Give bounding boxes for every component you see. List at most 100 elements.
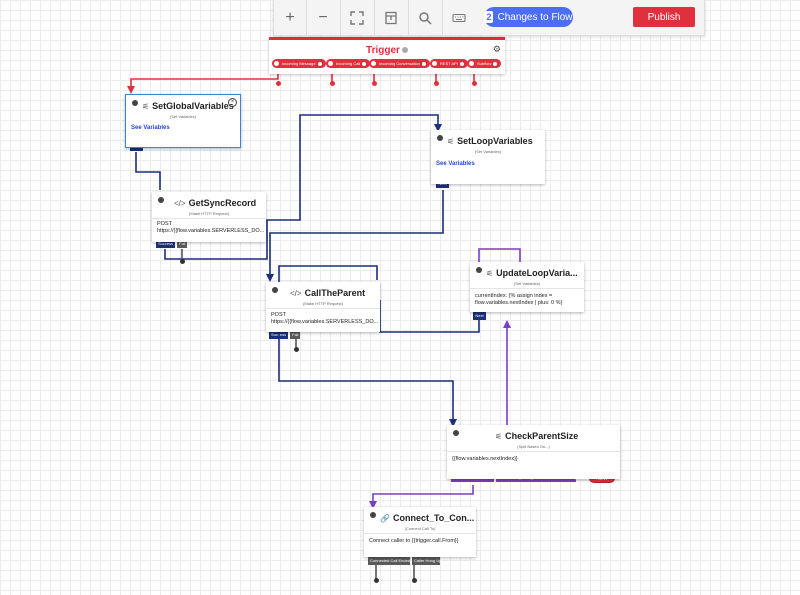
close-icon[interactable]: × — [228, 98, 237, 107]
toolbar-divider — [340, 0, 341, 35]
publish-button[interactable]: Publish — [633, 7, 695, 27]
set-variables-icon: ⚟ — [447, 136, 455, 146]
widget-subtitle: (Set Variables) — [474, 149, 502, 154]
canvas-toolbar: + − 2 Changes to Flow Publish — [273, 0, 705, 36]
wire-updateloop-to-callparent — [379, 300, 480, 333]
toolbar-divider — [442, 0, 443, 35]
widget-subtitle: (Make HTTP Request) — [189, 211, 229, 216]
trigger-chip-subflow[interactable]: Subflow — [467, 59, 502, 68]
divider — [470, 288, 584, 289]
connect-call-ended-tag[interactable]: Connected Call Ended — [368, 557, 411, 565]
trigger-chip-incoming-conversation[interactable]: Incoming Conversation — [369, 59, 430, 68]
set-variables-icon: ⚟ — [486, 268, 494, 278]
fullscreen-icon — [350, 10, 364, 25]
http-method: POST — [157, 221, 172, 227]
widget-title: Connect_To_Con... — [392, 513, 475, 523]
wire-setloop-to-callparent — [266, 190, 444, 282]
connect-target: Connect caller to {{trigger.call.From}} — [369, 538, 459, 544]
drag-handle[interactable] — [370, 512, 376, 518]
divider — [152, 218, 266, 219]
widget-checkparentsize[interactable]: ⚟ CheckParentSize (Split Based On...) {{… — [447, 425, 620, 479]
wire-callparent-to-checkparent — [278, 343, 457, 427]
widget-connect-to-con[interactable]: 🔗 Connect_To_Con... (Connect Call To) Co… — [364, 507, 476, 557]
drag-handle[interactable] — [158, 197, 164, 203]
drag-handle[interactable] — [132, 100, 138, 106]
link-icon: 🔗 — [380, 513, 390, 523]
getsync-success-tag[interactable]: Success — [156, 240, 175, 248]
info-icon — [401, 47, 408, 54]
widget-calltheparent[interactable]: </> CallTheParent (Make HTTP Request) PO… — [266, 282, 380, 332]
changes-label: Changes to Flow — [497, 11, 573, 23]
http-url: https://{{flow.variables.SERVERLESS_DO..… — [157, 228, 265, 234]
connect-port-2[interactable] — [412, 578, 417, 583]
zoom-in-button[interactable]: + — [285, 8, 295, 26]
divider — [266, 308, 380, 309]
trigger-widget[interactable]: Trigger ⚙ Incoming Message Incoming Call… — [269, 37, 505, 74]
variable-line-2: flow.variables.nextIndex | plus: 0 %} — [475, 300, 563, 306]
variable-line-1: currentIndex: {% assign index = — [475, 293, 553, 299]
widget-subtitle: (Set Variables) — [169, 114, 197, 119]
drag-handle[interactable] — [272, 287, 278, 293]
widget-title: CheckParentSize — [505, 431, 579, 441]
layout-button[interactable] — [375, 3, 407, 32]
widget-subtitle: (Split Based On...) — [517, 444, 550, 449]
wire-trigger-to-setglobal — [127, 67, 279, 94]
http-method: POST — [271, 312, 286, 318]
widget-setglobalvariables[interactable]: ⚟ SetGlobalVariables × (Set Variables) S… — [125, 94, 241, 148]
changes-to-flow-button[interactable]: 2 Changes to Flow — [484, 7, 573, 27]
trigger-port-1[interactable] — [276, 81, 281, 86]
code-icon: </> — [174, 198, 186, 208]
wire-setglobal-to-getsync — [135, 152, 161, 190]
split-variable: {{flow.variables.nextIndex}} — [452, 456, 518, 462]
toolbar-divider — [374, 0, 375, 35]
toolbar-divider — [408, 0, 409, 35]
trigger-port-5[interactable] — [472, 81, 477, 86]
trigger-port-2[interactable] — [330, 81, 335, 86]
getsync-fail-port[interactable] — [180, 259, 185, 264]
updateloop-next-tag[interactable]: Next — [473, 312, 486, 320]
fullscreen-button[interactable] — [341, 3, 373, 32]
http-url: https://{{flow.variables.SERVERLESS_DO..… — [271, 319, 379, 325]
widget-title: GetSyncRecord — [188, 198, 257, 208]
layout-icon — [385, 11, 397, 24]
trigger-chip-incoming-message[interactable]: Incoming Message — [272, 59, 326, 68]
trigger-chip-incoming-call[interactable]: Incoming Call — [326, 59, 371, 68]
widget-title: UpdateLoopVaria... — [496, 268, 578, 278]
trigger-title: Trigger — [269, 45, 505, 56]
drag-handle[interactable] — [437, 135, 443, 141]
trigger-port-3[interactable] — [372, 81, 377, 86]
search-icon — [419, 11, 432, 25]
drag-handle[interactable] — [453, 430, 459, 436]
widget-title: CallTheParent — [304, 288, 366, 298]
set-variables-icon: ⚟ — [142, 101, 150, 111]
trigger-title-text: Trigger — [366, 45, 400, 56]
zoom-out-button[interactable]: − — [318, 8, 328, 26]
keyboard-shortcuts-button[interactable] — [443, 3, 475, 32]
keyboard-icon — [452, 13, 466, 22]
search-button[interactable] — [409, 3, 441, 32]
widget-subtitle: (Set Variables) — [513, 281, 541, 286]
connect-hung-up-tag[interactable]: Caller Hung Up — [412, 557, 442, 565]
see-variables-link[interactable]: See Variables — [131, 125, 170, 131]
widget-updateloopvariables[interactable]: ⚟ UpdateLoopVaria... (Set Variables) cur… — [470, 262, 584, 312]
callparent-fail-tag[interactable]: Fail — [290, 331, 300, 339]
widget-title: SetGlobalVariables — [152, 101, 234, 111]
widget-subtitle: (Make HTTP Request) — [303, 301, 343, 306]
code-icon: </> — [290, 288, 302, 298]
gear-icon[interactable]: ⚙ — [492, 44, 501, 54]
widget-getsyncrecord[interactable]: </> GetSyncRecord (Make HTTP Request) PO… — [152, 192, 266, 242]
divider — [364, 533, 476, 534]
drag-handle[interactable] — [476, 267, 482, 273]
divider — [447, 451, 620, 452]
see-variables-link[interactable]: See Variables — [436, 161, 475, 167]
widget-subtitle: (Connect Call To) — [404, 526, 436, 531]
trigger-chip-rest-api[interactable]: REST API — [430, 59, 468, 68]
widget-setloopvariables[interactable]: ⚟ SetLoopVariables (Set Variables) See V… — [431, 130, 545, 184]
callparent-fail-port[interactable] — [294, 347, 299, 352]
connect-port-1[interactable] — [374, 578, 379, 583]
widget-title: SetLoopVariables — [457, 136, 533, 146]
wire-updateloop-self — [478, 248, 521, 262]
trigger-port-4[interactable] — [434, 81, 439, 86]
getsync-fail-tag[interactable]: Fail — [177, 240, 187, 248]
